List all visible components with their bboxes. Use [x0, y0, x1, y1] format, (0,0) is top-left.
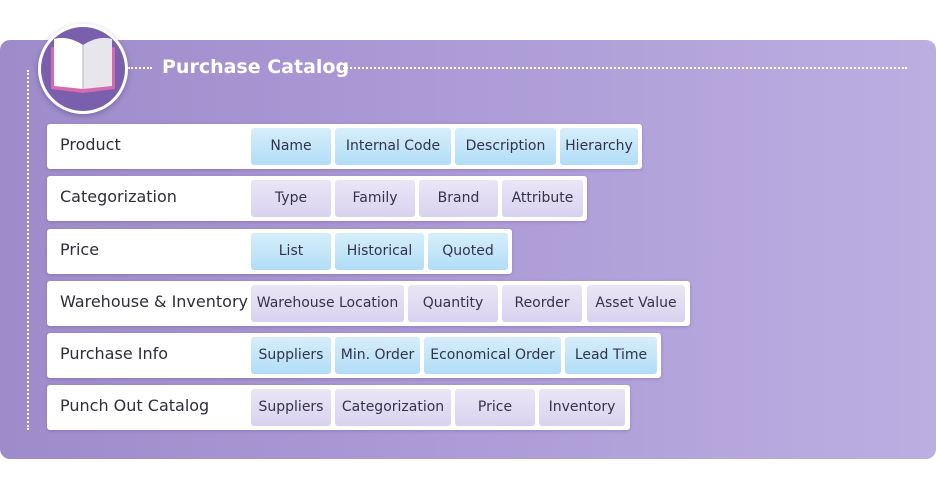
attribute-chip: Attribute	[502, 180, 583, 217]
attribute-chip: Historical	[335, 233, 424, 270]
attribute-chip: Quoted	[428, 233, 508, 270]
attribute-chip: Type	[251, 180, 331, 217]
page-title: Purchase Catalog	[162, 56, 350, 78]
row-label: Price	[60, 240, 100, 259]
attribute-chip: Min. Order	[335, 337, 420, 374]
attribute-chip: List	[251, 233, 331, 270]
attribute-chip: Quantity	[408, 285, 498, 322]
attribute-chip: Description	[455, 128, 556, 165]
dotted-connector-title-right	[343, 67, 907, 69]
row-label: Punch Out Catalog	[60, 396, 210, 415]
attribute-chip: Family	[335, 180, 415, 217]
open-book-icon	[38, 24, 128, 114]
attribute-chip: Warehouse Location	[251, 285, 404, 322]
attribute-chip: Suppliers	[251, 389, 331, 426]
attribute-chip: Suppliers	[251, 337, 331, 374]
dotted-connector-vertical	[27, 70, 29, 430]
attribute-chip: Hierarchy	[560, 128, 638, 165]
attribute-chip: Brand	[419, 180, 498, 217]
attribute-chip: Economical Order	[424, 337, 561, 374]
row-label: Purchase Info	[60, 344, 169, 363]
attribute-chip: Categorization	[335, 389, 451, 426]
attribute-chip: Reorder	[502, 285, 582, 322]
attribute-chip: Asset Value	[587, 285, 685, 322]
attribute-chip: Name	[251, 128, 331, 165]
row-label: Categorization	[60, 187, 177, 206]
attribute-chip: Inventory	[539, 389, 625, 426]
attribute-chip: Price	[455, 389, 535, 426]
attribute-chip: Internal Code	[335, 128, 451, 165]
dotted-connector-title-left	[128, 67, 152, 69]
row-label: Product	[60, 135, 121, 154]
row-label: Warehouse & Inventory	[60, 292, 248, 311]
attribute-chip: Lead Time	[565, 337, 657, 374]
